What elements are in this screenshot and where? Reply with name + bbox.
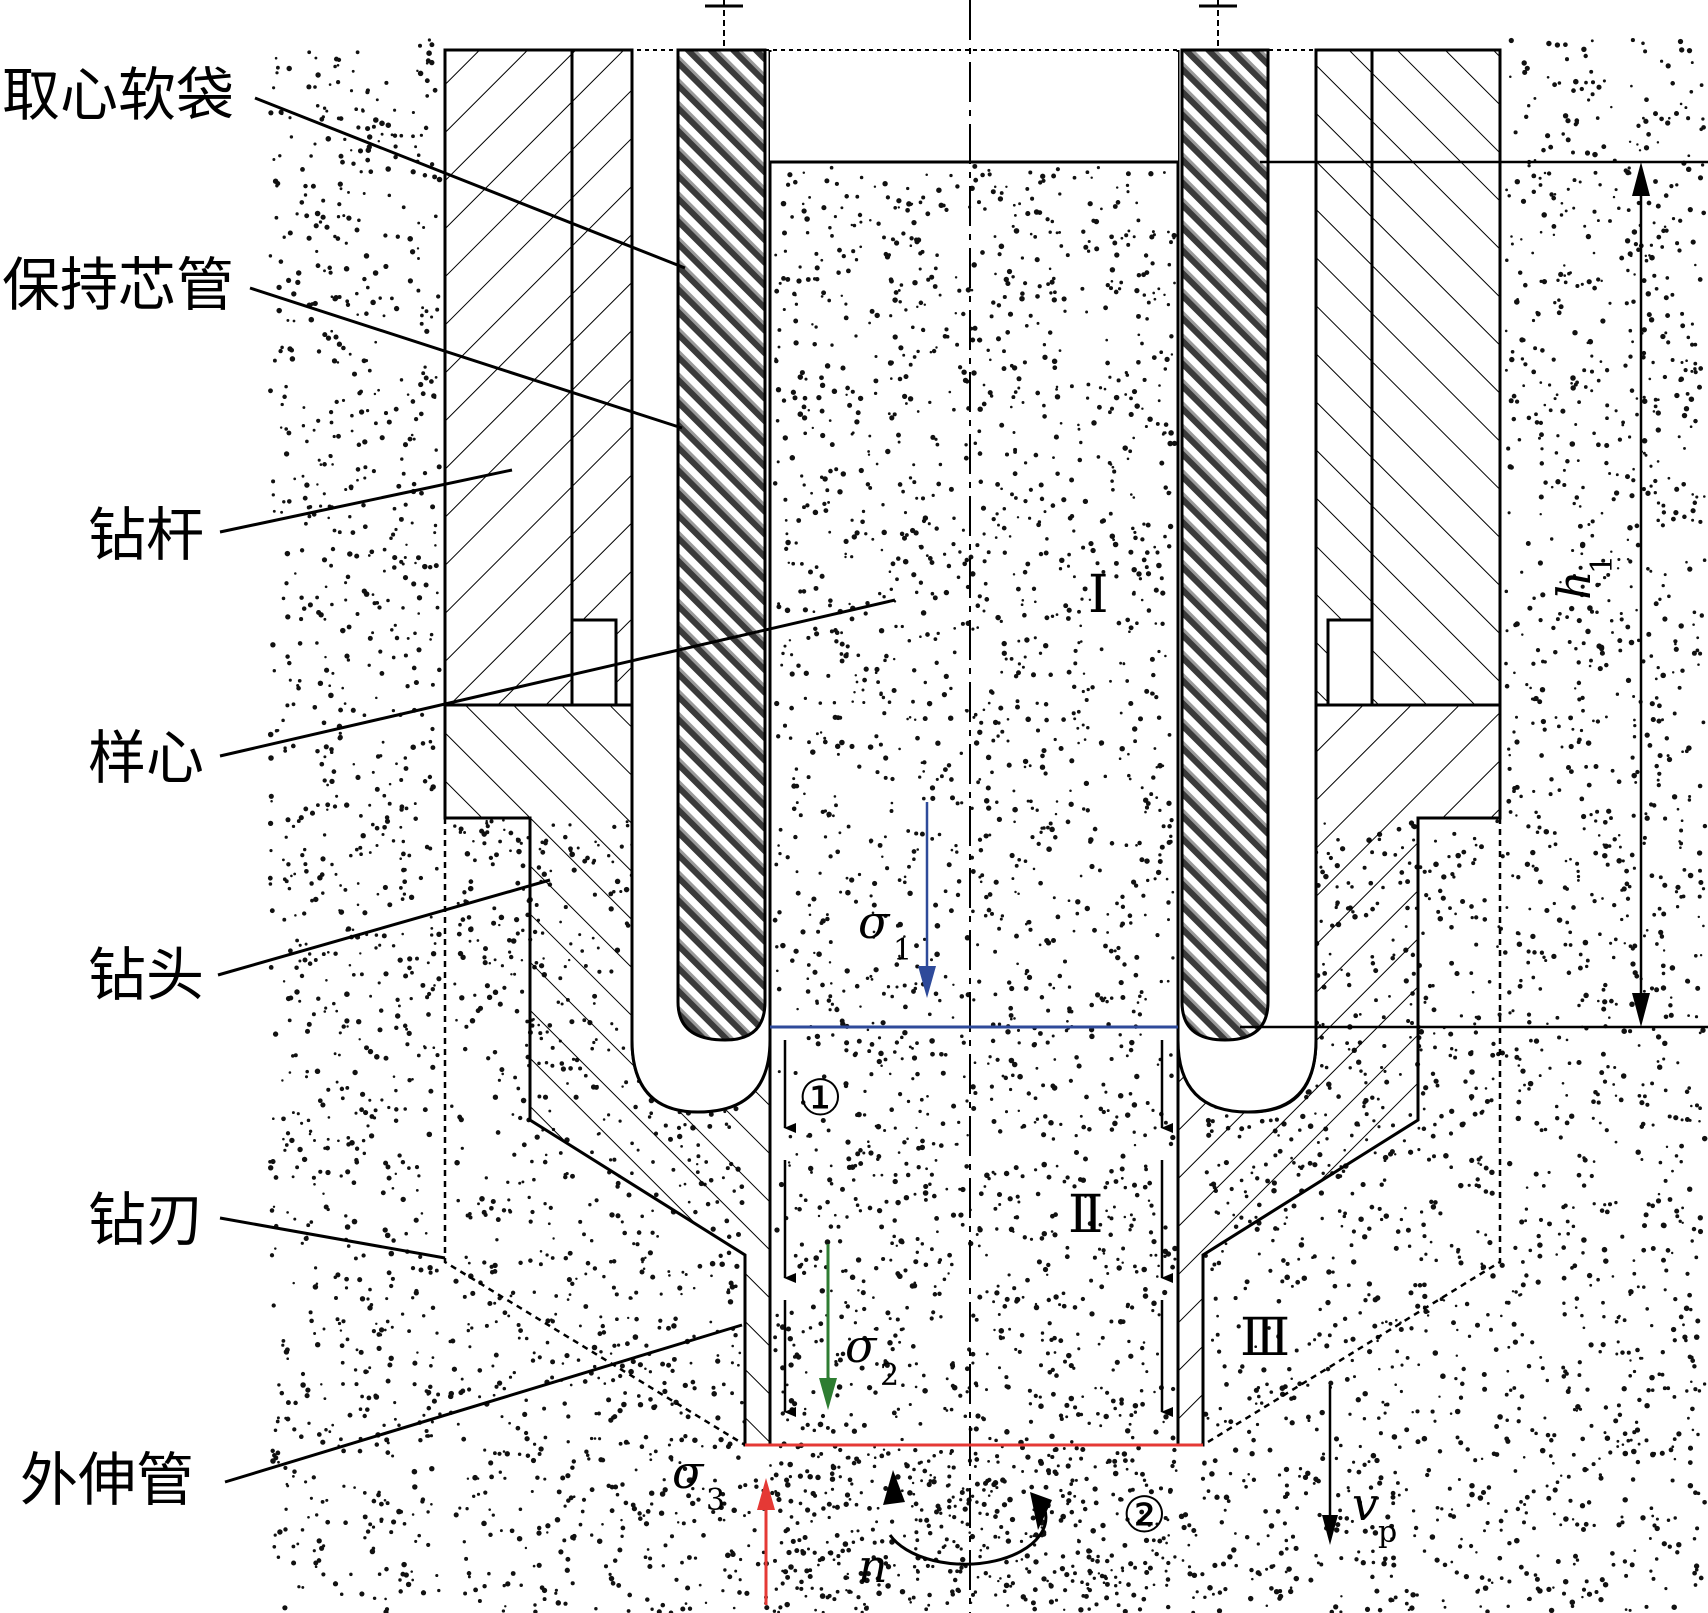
- marker-1: ①: [798, 1069, 843, 1127]
- h1-label: h 1: [1547, 555, 1620, 600]
- vp-symbol: v: [1352, 1477, 1378, 1531]
- zone-2-label: Ⅱ: [1068, 1185, 1103, 1245]
- label-cutter: 钻刃: [88, 1186, 204, 1254]
- shear-arrows: [783, 1040, 1173, 1417]
- rotation-symbol: n: [858, 1539, 888, 1593]
- label-sample-core: 样心: [88, 724, 204, 792]
- label-drill-bit: 钻头: [88, 941, 204, 1009]
- sigma3-subscript: 3: [706, 1483, 725, 1518]
- sigma1-arrow: [918, 802, 936, 998]
- label-drill-rod: 钻杆: [88, 501, 204, 569]
- sigma1-symbol: σ: [858, 895, 891, 949]
- sigma2-symbol: σ: [845, 1319, 878, 1373]
- sigma1-subscript: 1: [893, 933, 912, 968]
- vp-arrow: [1322, 1385, 1338, 1545]
- label-extension-tube: 外伸管: [20, 1446, 194, 1514]
- core-void: [770, 52, 1178, 162]
- label-core-bag: 取心软袋: [2, 61, 234, 129]
- sigma3-symbol: σ: [672, 1445, 705, 1499]
- h1-subscript: 1: [1585, 555, 1620, 574]
- h1-dimension: [1240, 160, 1708, 1029]
- leader-lines: [217, 96, 896, 1484]
- vp-subscript: p: [1378, 1515, 1397, 1550]
- zone-1-label: Ⅰ: [1088, 565, 1109, 625]
- sigma2-subscript: 2: [880, 1358, 899, 1393]
- cutter-outline: [443, 818, 1502, 1447]
- sigma3-arrow: [757, 1478, 775, 1605]
- label-core-tube: 保持芯管: [2, 251, 234, 319]
- zone-3-label: Ⅲ: [1240, 1308, 1290, 1368]
- marker-2: ②: [1122, 1486, 1167, 1544]
- sigma2-arrow: [819, 1244, 837, 1410]
- h1-symbol: h: [1547, 570, 1601, 600]
- rotation-arrow: [883, 1470, 1052, 1566]
- core-bag: [676, 48, 1270, 1042]
- top-boundary: [445, 0, 1500, 51]
